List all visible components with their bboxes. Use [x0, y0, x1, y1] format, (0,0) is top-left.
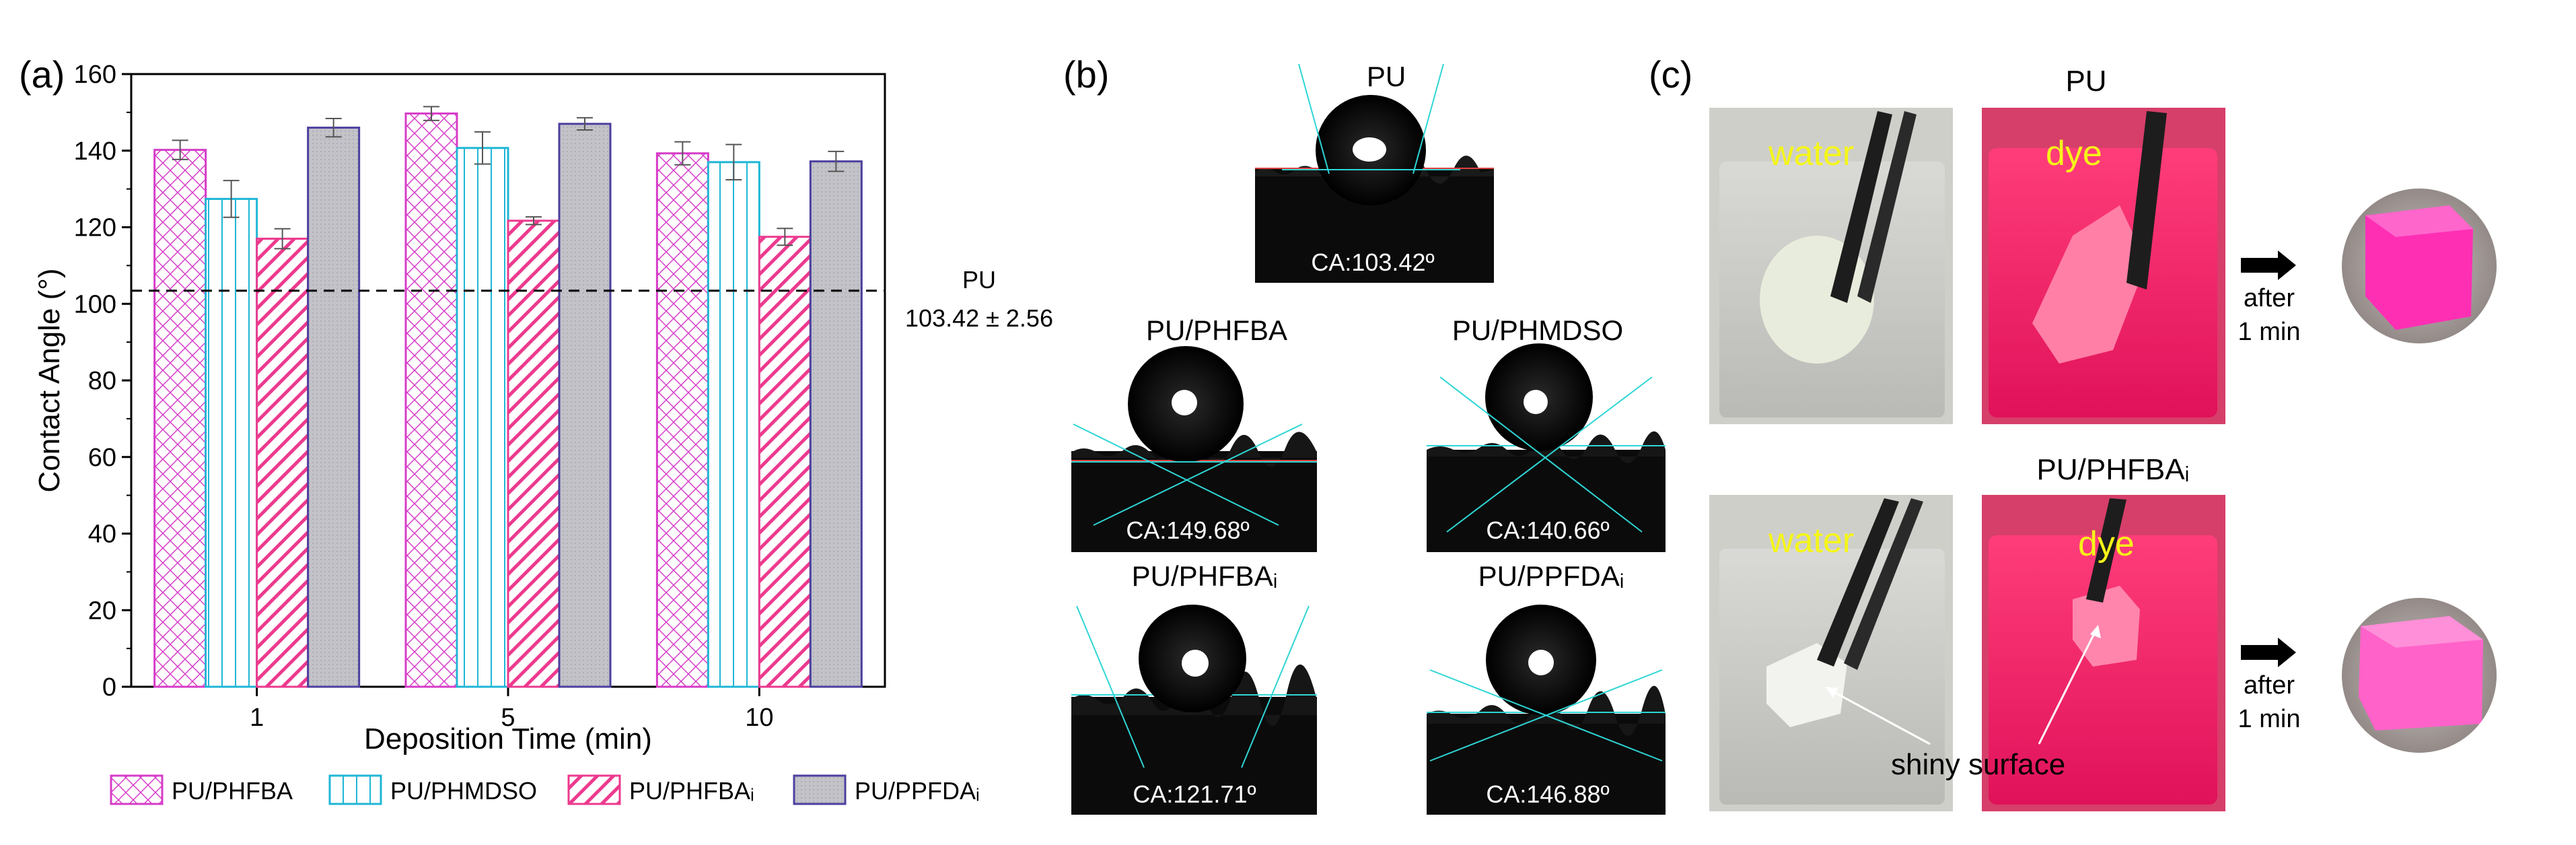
legend-label: PU/PPFDAᵢ	[855, 777, 980, 805]
contact-angle-value: CA:140.66º	[1486, 516, 1609, 544]
legend-label: PU/PHMDSO	[390, 777, 537, 805]
y-axis-label: Contact Angle (°)	[33, 268, 66, 492]
image-title: PU/PHFBA	[1146, 314, 1287, 346]
arrow-right-icon	[2241, 638, 2296, 667]
y-tick-label: 60	[88, 444, 116, 472]
bar	[655, 152, 709, 688]
water-label: water	[1768, 521, 1854, 560]
legend-swatch	[793, 774, 847, 805]
dye-label: dye	[2078, 525, 2135, 564]
bar	[456, 147, 509, 688]
x-axis-label: Deposition Time (min)	[364, 722, 652, 755]
reference-label-name: PU	[962, 266, 996, 294]
contact-angle-image-phmdso: PU/PHMDSO CA:140.66º	[1427, 314, 1666, 552]
contact-angle-image-pu: PU CA:103.42º	[1255, 61, 1494, 283]
contact-angle-image-ppfdai: PU/PPFDAᵢ CA:146.88º	[1427, 560, 1666, 815]
bar	[507, 219, 561, 688]
arrow-right-icon	[2241, 250, 2296, 280]
y-tick-label: 160	[74, 61, 116, 89]
bar	[707, 161, 760, 688]
contact-angle-image-phfbai: PU/PHFBAᵢ CA:121.71º	[1071, 560, 1317, 815]
y-tick-label: 120	[74, 214, 116, 242]
y-tick-label: 80	[88, 367, 116, 395]
bar	[404, 112, 458, 688]
contact-angle-value: CA:149.68º	[1126, 516, 1249, 544]
image-title: PU	[1367, 61, 1406, 92]
y-tick-label: 40	[88, 520, 116, 549]
after-label: after	[2244, 284, 2295, 312]
bar	[307, 127, 361, 688]
y-tick-label: 0	[102, 673, 116, 702]
legend-label: PU/PHFBAᵢ	[629, 777, 754, 805]
bar	[256, 238, 310, 688]
row-title-phfbai: PU/PHFBAᵢ	[2037, 453, 2190, 486]
photo-water-pu: water	[1709, 108, 1953, 424]
y-axis: 0 20 40 60 80 100 120 140 160	[74, 61, 131, 702]
bar	[758, 236, 812, 688]
reference-label-value: 103.42 ± 2.56	[905, 304, 1053, 332]
bar-series	[153, 112, 863, 688]
contact-angle-value: CA:103.42º	[1311, 248, 1434, 276]
panel-label-a: (a)	[19, 53, 65, 96]
legend-swatch	[328, 774, 382, 805]
legend-swatch	[110, 774, 164, 805]
y-tick-label: 20	[88, 597, 116, 625]
bar	[153, 149, 207, 688]
photo-dye-phfbai: dye	[1982, 495, 2225, 811]
photo-result-phfbai	[2342, 598, 2497, 753]
shiny-surface-label: shiny surface	[1891, 748, 2065, 781]
contact-angle-value: CA:121.71º	[1133, 780, 1256, 808]
time-label: 1 min	[2238, 705, 2301, 733]
contact-angle-image-phfba: PU/PHFBA CA:149.68º	[1071, 314, 1317, 552]
after-label: after	[2244, 671, 2295, 700]
bar	[558, 123, 612, 688]
x-tick-label: 1	[250, 704, 264, 732]
legend-label: PU/PHFBA	[172, 777, 293, 805]
bar	[205, 197, 258, 688]
legend-swatch	[567, 774, 621, 805]
time-label: 1 min	[2238, 318, 2301, 346]
dye-label: dye	[2046, 134, 2102, 173]
chart-legend: PU/PHFBA PU/PHMDSO PU/PHFBAᵢ PU/PPFDAᵢ	[110, 774, 980, 805]
water-label: water	[1768, 134, 1854, 173]
error-bars	[172, 106, 845, 250]
x-tick-label: 5	[501, 704, 515, 732]
photo-dye-pu: dye	[1982, 108, 2225, 424]
image-title: PU/PHFBAᵢ	[1132, 560, 1278, 592]
image-title: PU/PPFDAᵢ	[1478, 560, 1624, 592]
y-tick-label: 140	[74, 137, 116, 166]
panel-label-b: (b)	[1063, 53, 1109, 96]
photo-water-phfbai: water	[1709, 495, 1953, 811]
image-title: PU/PHMDSO	[1452, 314, 1623, 346]
shiny-surface-annotation	[1825, 625, 2101, 745]
photo-result-pu	[2342, 189, 2497, 343]
bar	[809, 160, 863, 688]
row-title-pu: PU	[2065, 65, 2106, 98]
contact-angle-value: CA:146.88º	[1486, 780, 1609, 808]
x-tick-label: 10	[745, 704, 773, 732]
panel-label-c: (c)	[1649, 53, 1692, 96]
y-tick-label: 100	[74, 290, 116, 318]
